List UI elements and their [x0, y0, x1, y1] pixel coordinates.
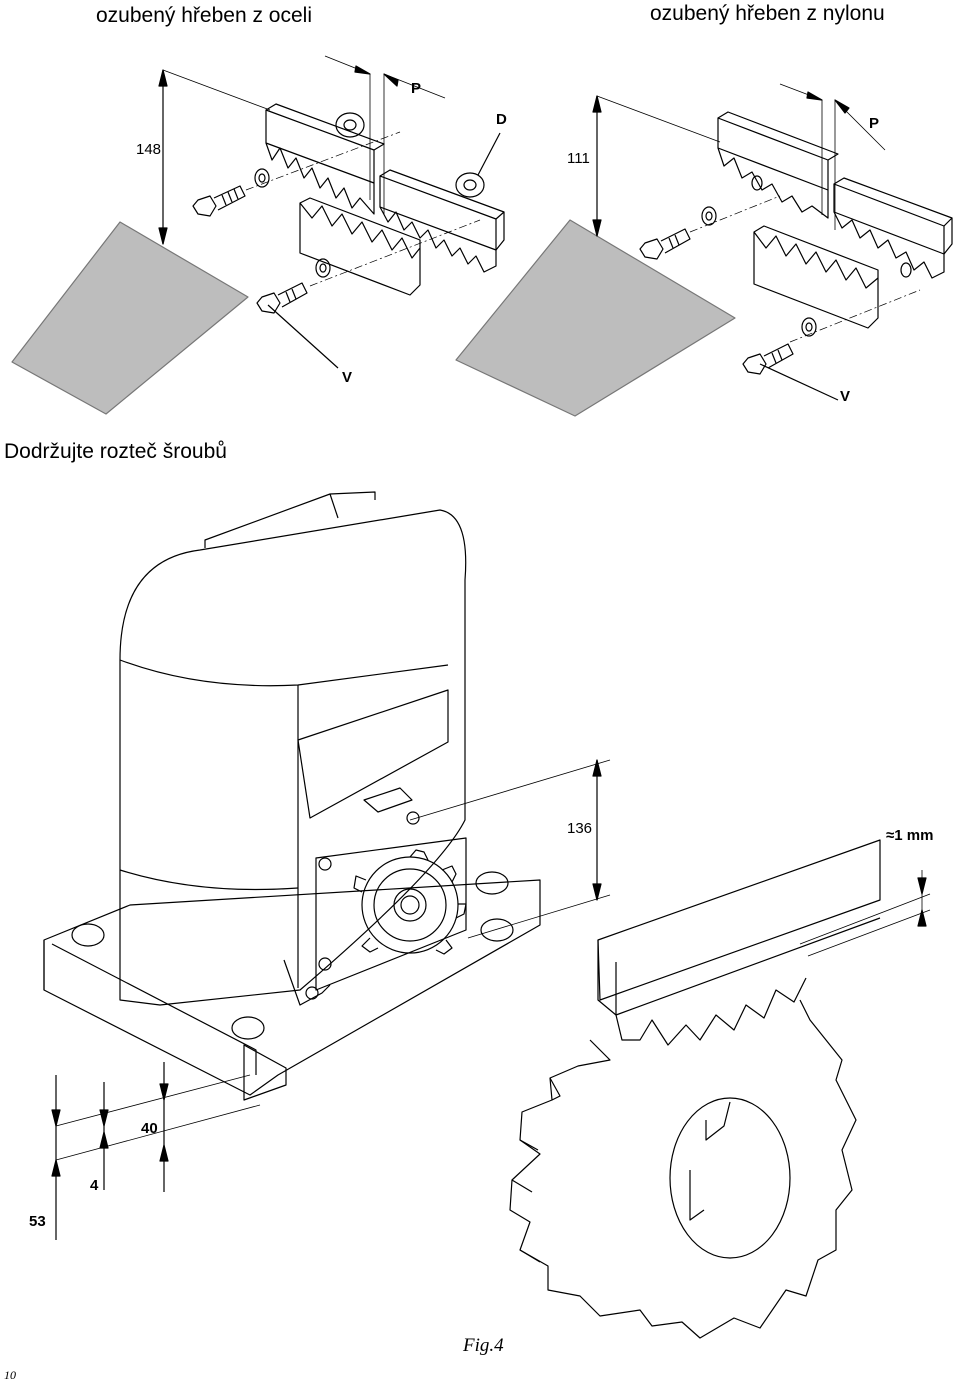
gear-rack: [597, 839, 881, 1001]
washer-icon: [254, 168, 270, 188]
large-gear-icon: [509, 999, 857, 1339]
steel-gate-plate: [11, 221, 249, 415]
pitch-label-steel: P: [411, 80, 422, 97]
gap-label: ≈1 mm: [886, 827, 934, 844]
bushing-icon: [335, 112, 365, 138]
pitch-label-nylon: P: [869, 115, 880, 132]
height-136-label: 136: [567, 820, 593, 837]
page-number: 10: [4, 1368, 16, 1382]
height-40-label: 40: [141, 1120, 158, 1137]
height-4-label: 4: [90, 1177, 99, 1194]
steel-rack-caption: ozubený hřeben z oceli: [96, 4, 312, 27]
screw-label-nylon: V: [840, 388, 851, 405]
nylon-gate-plate: [455, 219, 736, 417]
bolt-icon: [192, 185, 246, 217]
nylon-rack-caption: ozubený hřeben z nylonu: [650, 2, 885, 25]
steel-rack-illustration: [11, 55, 505, 415]
motor-illustration: [43, 491, 931, 1339]
height-148-label: 148: [136, 141, 162, 158]
screw-label-steel: V: [342, 369, 353, 386]
pitch-note-caption: Dodržujte rozteč šroubů: [4, 440, 227, 463]
height-111-label: 111: [567, 150, 590, 167]
bushing-label: D: [496, 111, 507, 128]
figure-caption: Fig.4: [463, 1335, 504, 1356]
nylon-rack-illustration: [455, 83, 953, 417]
height-53-label: 53: [29, 1213, 46, 1230]
